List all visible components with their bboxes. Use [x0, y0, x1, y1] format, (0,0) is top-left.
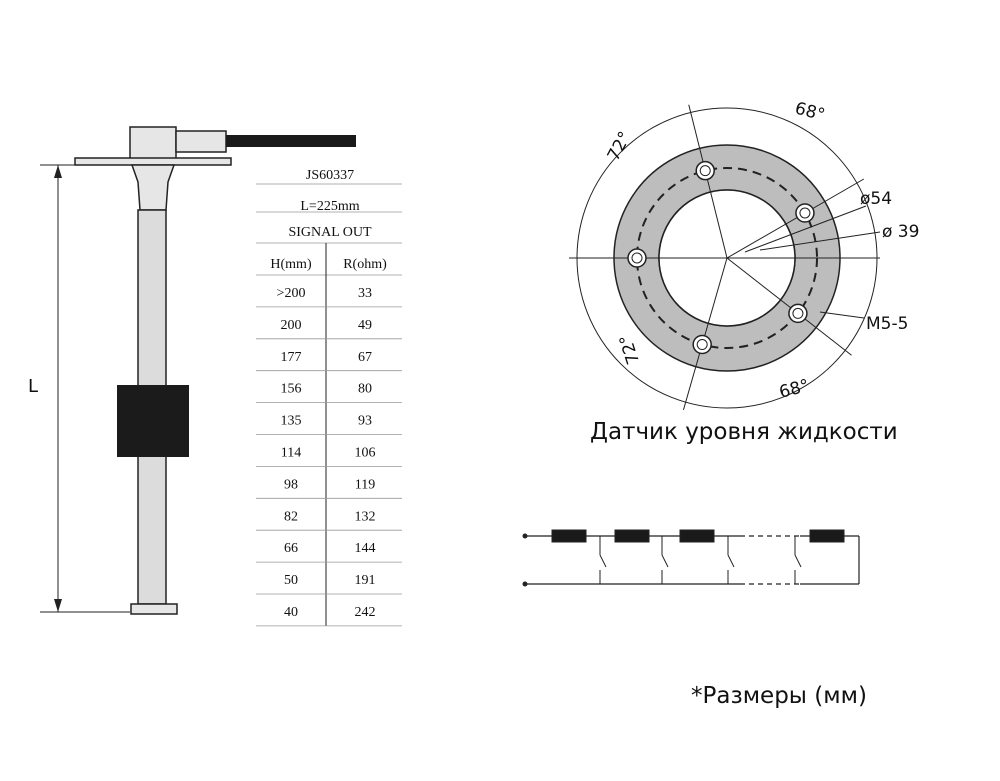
cell-resistance: 49 — [358, 318, 372, 333]
angle-top-right-label: 68° — [793, 99, 827, 126]
radial-lines — [569, 104, 865, 411]
units-note: *Размеры (мм) — [691, 683, 867, 709]
cell-resistance: 119 — [355, 477, 375, 492]
cell-height: >200 — [277, 286, 306, 301]
outer-diameter-label: ø54 — [860, 189, 892, 209]
table-row: 156 80 — [256, 382, 402, 404]
cell-resistance: 144 — [355, 541, 376, 556]
cell-height: 114 — [281, 446, 301, 461]
table-row: 135 93 — [256, 414, 402, 435]
reed-switch-2 — [661, 536, 669, 584]
cell-height: 40 — [284, 605, 298, 620]
column-header-h: H(mm) — [270, 257, 312, 272]
table-row: >200 33 — [256, 286, 402, 308]
resistor-2 — [614, 529, 650, 543]
angle-top-left-label: 72° — [604, 128, 636, 164]
angle-bottom-right-label: 68° — [777, 376, 811, 403]
cell-height: 200 — [281, 318, 302, 333]
bolt-hole — [795, 203, 815, 223]
cell-height: 98 — [284, 477, 298, 492]
inner-diameter-label: ø 39 — [882, 222, 919, 242]
dimension-l: L — [28, 164, 130, 613]
bolt-hole — [695, 160, 715, 181]
collar — [130, 164, 176, 211]
table-row: 66 144 — [256, 541, 402, 563]
cell-resistance: 80 — [358, 382, 372, 397]
resistor-4 — [809, 529, 845, 543]
cell-resistance: 93 — [358, 414, 372, 429]
resistor-3 — [679, 529, 715, 543]
table-row: 40 242 — [256, 605, 402, 627]
resistor-1 — [551, 529, 587, 543]
table-row: 50 191 — [256, 573, 402, 595]
table-row: 200 49 — [256, 318, 402, 340]
radial-line — [688, 104, 728, 259]
radial-line — [682, 257, 728, 411]
cell-height: 82 — [284, 509, 298, 524]
reed-switch-1 — [599, 536, 607, 584]
mounting-plate — [74, 157, 232, 166]
screw-label: M5-5 — [866, 314, 908, 334]
inner-diameter-leader — [759, 231, 881, 251]
cell-resistance: 67 — [358, 350, 372, 365]
resistance-table: JS60337 L=225mm SIGNAL OUT H(mm) R(ohm) … — [256, 168, 402, 627]
outer-diameter-leader — [744, 205, 867, 253]
bolt-holes — [627, 160, 815, 355]
connector-head — [129, 126, 177, 162]
signal-header: SIGNAL OUT — [288, 225, 372, 240]
dimension-l-label: L — [28, 376, 38, 397]
cell-resistance: 106 — [355, 446, 376, 461]
float — [117, 385, 189, 457]
bolt-hole — [692, 334, 712, 355]
flange-drawing: ø54 ø 39 M5-5 68° 72° 72° 68° — [569, 99, 919, 411]
cell-height: 66 — [284, 541, 298, 556]
circuit-schematic — [522, 529, 860, 587]
end-stop — [130, 603, 178, 615]
terminal-top — [522, 533, 528, 539]
reed-switch-3 — [727, 536, 735, 584]
connector-elbow — [175, 130, 227, 153]
cell-resistance: 242 — [355, 605, 376, 620]
cell-height: 156 — [281, 382, 302, 397]
radial-line — [726, 257, 852, 356]
cell-height: 50 — [284, 573, 298, 588]
reed-switch-4 — [794, 536, 802, 584]
column-header-r: R(ohm) — [343, 257, 387, 272]
cell-resistance: 132 — [355, 509, 376, 524]
table-row: 114 106 — [256, 446, 402, 467]
bolt-hole — [788, 303, 808, 324]
table-row: 98 119 — [256, 477, 402, 499]
sensor-drawing: L — [28, 126, 356, 615]
length-label: L=225mm — [300, 199, 359, 214]
cell-height: 135 — [281, 414, 302, 429]
terminal-bottom — [522, 581, 528, 587]
cable — [226, 135, 356, 147]
cell-resistance: 191 — [355, 573, 376, 588]
radial-line — [726, 178, 865, 259]
screw-leader — [819, 311, 865, 319]
cell-resistance: 33 — [358, 286, 372, 301]
angle-bottom-left-label: 72° — [616, 332, 644, 367]
table-row: 82 132 — [256, 509, 402, 531]
cell-height: 177 — [281, 350, 302, 365]
table-row: 177 67 — [256, 350, 402, 372]
diagram-title: Датчик уровня жидкости — [590, 419, 898, 445]
model-label: JS60337 — [306, 168, 354, 183]
bolt-hole — [627, 248, 647, 268]
